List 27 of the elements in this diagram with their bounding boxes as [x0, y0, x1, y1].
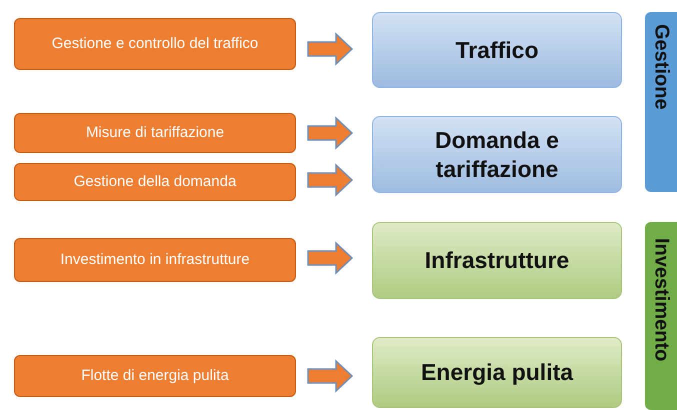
side-band	[645, 222, 677, 410]
block-arrow	[307, 116, 354, 150]
source-box	[14, 355, 296, 397]
source-box	[14, 163, 296, 201]
box-label: Misure di tariffazione	[86, 124, 224, 142]
source-box	[14, 113, 296, 153]
box-label: Flotte di energia pulita	[81, 366, 229, 386]
box-label: Gestione e controllo del traffico	[52, 34, 258, 54]
category-box	[372, 337, 622, 408]
box-label: Energia pulita	[420, 358, 574, 387]
block-arrow	[307, 359, 354, 393]
box-label: Gestione della domanda	[74, 172, 236, 192]
block-arrow	[307, 32, 354, 66]
band-label: Gestione	[650, 24, 674, 110]
box-label: Infrastrutture	[424, 246, 570, 275]
category-box	[372, 222, 622, 299]
box-label: Traffico	[455, 36, 539, 64]
band-label: Investimento	[650, 238, 674, 362]
category-box	[372, 12, 622, 88]
block-arrow	[307, 163, 354, 197]
block-arrow	[307, 241, 354, 275]
side-band	[645, 12, 677, 192]
box-label: Investimento in infrastrutture	[60, 250, 250, 270]
box-label: Domanda e tariffazione	[434, 126, 560, 184]
category-box	[372, 116, 622, 193]
source-box	[14, 238, 296, 282]
source-box	[14, 18, 296, 70]
